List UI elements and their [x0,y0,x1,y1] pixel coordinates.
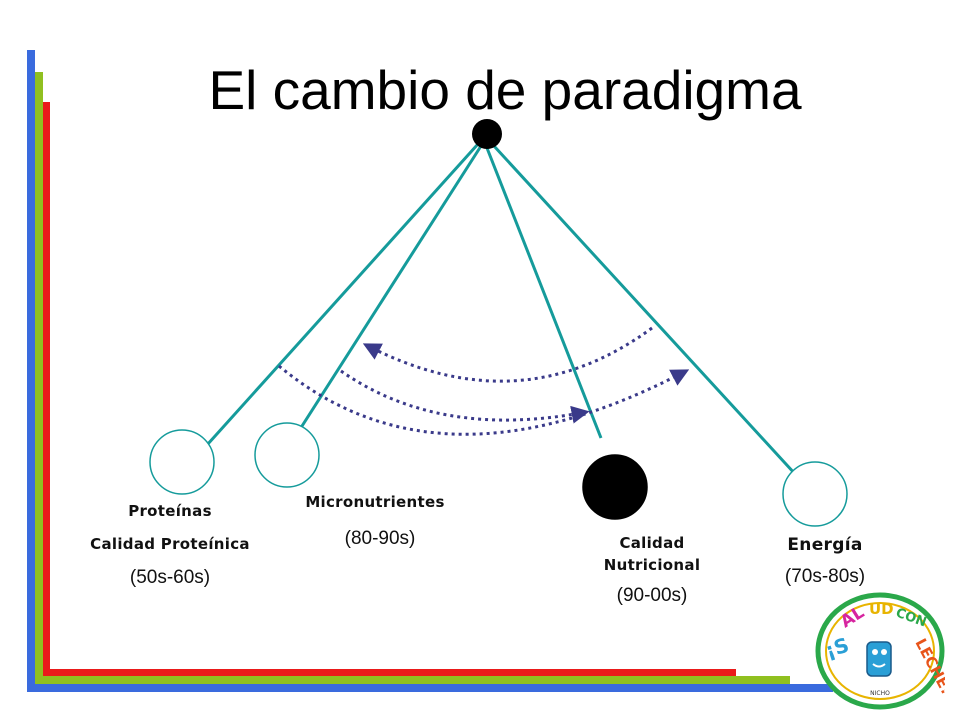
label-calidad: Calidad [619,534,685,552]
era-calidad-nutricional: (90-00s) [616,585,688,606]
label-calidad-proteinica: Calidad Proteínica [90,535,250,553]
label-energia: Energía [787,535,863,555]
frame-bar-blue-horizontal [27,684,833,692]
bob-proteinas [149,429,215,495]
bob-micronutrientes [254,422,320,488]
era-energia: (70s-80s) [784,566,866,587]
frame-bar-red-horizontal [43,669,736,676]
pendulum-pivot [472,119,502,149]
swing-arrow-top [362,326,653,383]
bob-energia [782,461,848,527]
frame-bar-green-horizontal [35,676,790,684]
frame-bar-blue-vertical [27,50,35,692]
label-micronutrientes: Micronutrientes [305,493,445,511]
swing-arrow-bottom [278,364,690,436]
swing-arrow-middle [340,369,590,424]
salud-con-leche-logo: ¡S AL UD CON LECHE! NICHO [815,592,945,710]
era-micronutrientes: (80-90s) [344,528,416,549]
logo-sub-text: NICHO [870,690,890,697]
frame-bar-green-vertical [35,72,43,684]
svg-text:UD: UD [869,600,894,618]
bob-calidad-nutricional [582,454,648,520]
label-nutricional: Nutricional [603,556,701,574]
pendulum-line-energia [492,144,798,477]
pendulum-line-calidad-nutricional [485,147,603,439]
label-proteinas: Proteínas [128,502,212,520]
pendulum-line-proteinas [205,142,480,447]
pendulum-line-micronutrientes [293,145,483,438]
slide-title: El cambio de paradigma [208,59,802,121]
frame-bar-red-vertical [43,102,50,676]
era-proteinas: (50s-60s) [129,567,211,588]
